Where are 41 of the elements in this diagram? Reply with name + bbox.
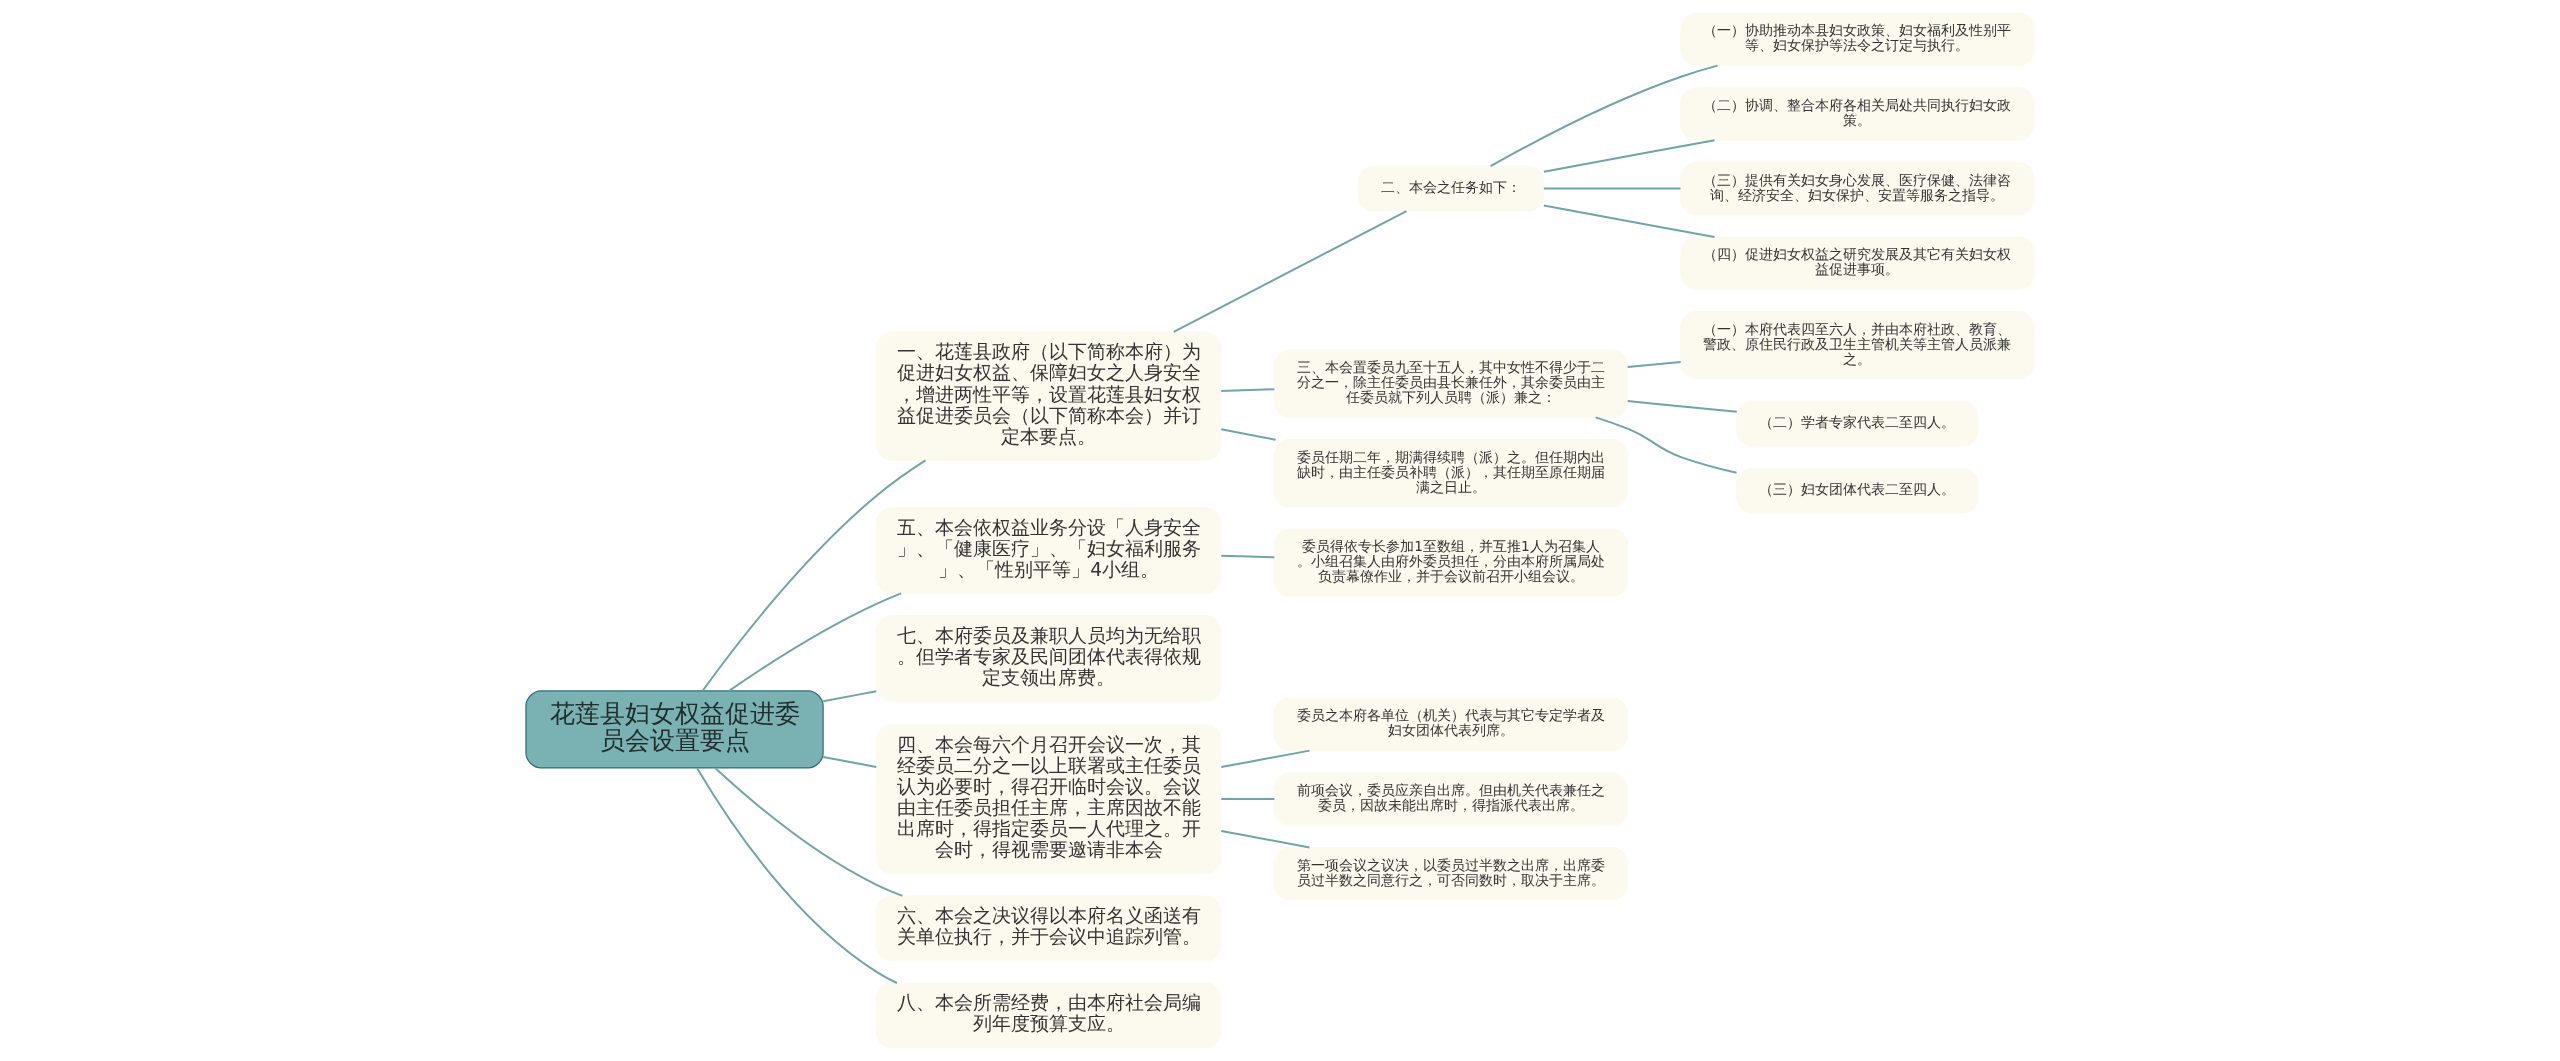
connector xyxy=(1626,400,1738,413)
node-box: 委员得依专长参加1至数组，并互推1人为召集人。小组召集人由府外委员担任，分由本府所属局处负责幕僚作业，并于会议前召开小组会议。 xyxy=(1273,528,1629,597)
node-box: 三、本会置委员九至十五人，其中女性不得少于二分之一，除主任委员由县长兼任外，其余委员由主任委员就下列人员聘（派）兼之： xyxy=(1273,349,1629,418)
node-box: 一、花莲县政府（以下简称本府）为促进妇女权益、保障妇女之人身安全，增进两性平等，设置花莲县妇女权益促进委员会（以下简称本会）并订定本要点。 xyxy=(875,331,1222,461)
node-box: （二）学者专家代表二至四人。 xyxy=(1736,400,1979,447)
connector xyxy=(696,767,898,984)
node-box: 五、本会依权益业务分设「人身安全」、「健康医疗」、「妇女福利服务」、「性别平等」4小组。 xyxy=(875,506,1222,594)
connector xyxy=(1542,204,1716,239)
node-box: 七、本府委员及兼职人员均为无给职。但学者专家及民间团体代表得依规定支领出席费。 xyxy=(875,615,1222,703)
node-box: 二、本会之任务如下： xyxy=(1357,165,1545,212)
connector xyxy=(1220,428,1277,441)
connector xyxy=(714,767,904,897)
node-box: （一）本府代表四至六人，并由本府社政、教育、警政、原住民行政及卫生主管机关等主管人员派兼之。 xyxy=(1680,311,2035,380)
node-box: （四）促进妇女权益之研究发展及其它有关妇女权益促进事项。 xyxy=(1680,236,2035,290)
node-box: 八、本会所需经费，由本府社会局编列年度预算支应。 xyxy=(875,982,1222,1049)
node-box: 委员之本府各单位（机关）代表与其它专定学者及妇女团体代表列席。 xyxy=(1273,697,1629,752)
connector xyxy=(1594,416,1738,474)
connector xyxy=(701,459,927,692)
node-box: 花莲县妇女权益促进委员会设置要点 xyxy=(525,690,824,769)
connector xyxy=(1542,187,1682,190)
connector xyxy=(1542,139,1716,173)
node-box: 委员任期二年，期满得续聘（派）之。但任期内出缺时，由主任委员补聘（派），其任期至原任期届满之日止。 xyxy=(1273,439,1629,508)
connector xyxy=(1626,361,1682,369)
node-box: 前项会议，委员应亲自出席。但由机关代表兼任之委员，因故未能出席时，得指派代表出席。 xyxy=(1273,772,1629,826)
node-box: （一）协助推动本县妇女政策、妇女福利及性别平等、妇女保护等法令之订定与执行。 xyxy=(1680,12,2035,67)
connector xyxy=(728,592,903,692)
connector xyxy=(1489,64,1719,168)
connector xyxy=(1220,830,1311,849)
node-box: 第一项会议之议决，以委员过半数之出席，出席委员过半数之同意行之，可否同数时，取决于主席。 xyxy=(1273,846,1629,901)
connector xyxy=(1220,388,1276,392)
connector xyxy=(822,690,878,703)
connector xyxy=(822,756,878,768)
node-box: 六、本会之决议得以本府名义函送有关单位执行，并于会议中追踪列管。 xyxy=(875,895,1222,962)
node-box: （二）协调、整合本府各相关局处共同执行妇女政策。 xyxy=(1680,87,2035,141)
connector xyxy=(1220,798,1276,801)
node-box: （三）妇女团体代表二至四人。 xyxy=(1736,467,1979,514)
connector xyxy=(1220,554,1276,559)
node-box: （三）提供有关妇女身心发展、医疗保健、法律咨询、经济安全、妇女保护、安置等服务之指导。 xyxy=(1680,161,2035,216)
node-box: 四、本会每六个月召开会议一次，其经委员二分之一以上联署或主任委员认为必要时，得召开临时会议。会议由主任委员担任主席，主席因故不能出席时，得指定委员一人代理之。开会时，得视需要邀请非本会 xyxy=(875,723,1222,875)
connector xyxy=(1172,210,1408,333)
connector xyxy=(1220,749,1311,769)
